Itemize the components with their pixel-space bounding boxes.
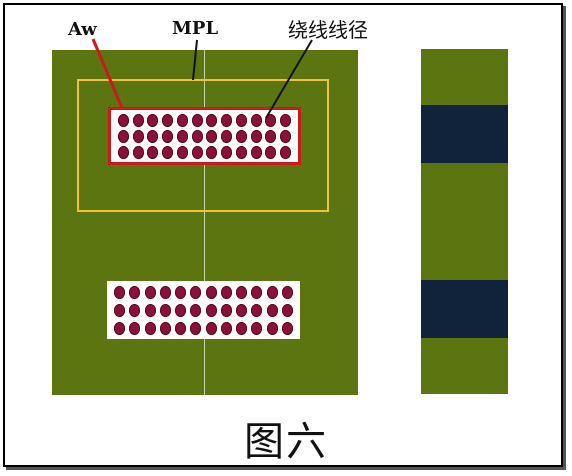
wire-cross-section (281, 321, 293, 335)
wire-cross-section (175, 285, 187, 299)
wire-cross-section (250, 129, 262, 143)
wire-cross-section (235, 129, 247, 143)
figure-caption: 图六 (244, 419, 328, 465)
wire-cross-section (205, 303, 217, 317)
wire-cross-section (190, 321, 202, 335)
wire-cross-section (175, 303, 187, 317)
leader-line-wire (265, 39, 313, 119)
wire-cross-section (205, 321, 217, 335)
wire-dot-grid-top (111, 110, 298, 162)
wire-cross-section (266, 303, 278, 317)
wire-cross-section (129, 321, 141, 335)
wire-cross-section (190, 303, 202, 317)
wire-cross-section (251, 303, 263, 317)
wire-cross-section (162, 113, 174, 127)
wire-cross-section (235, 145, 247, 159)
wire-cross-section (236, 285, 248, 299)
wire-cross-section (144, 321, 156, 335)
wire-cross-section (162, 145, 174, 159)
wire-cross-section (206, 145, 218, 159)
wire-cross-section (191, 129, 203, 143)
wire-cross-section (159, 321, 171, 335)
wire-cross-section (280, 145, 292, 159)
wire-cross-section (206, 129, 218, 143)
leader-line-aw (91, 38, 124, 109)
wire-cross-section (175, 321, 187, 335)
wire-cross-section (176, 145, 188, 159)
wire-cross-section (205, 285, 217, 299)
label-wire-diameter: 绕线线径 (288, 18, 368, 42)
winding-section-lower (421, 280, 508, 338)
wire-cross-section (220, 285, 232, 299)
wire-cross-section (280, 129, 292, 143)
wire-cross-section (117, 113, 129, 127)
wire-cross-section (191, 145, 203, 159)
wire-cross-section (147, 113, 159, 127)
wire-cross-section (117, 145, 129, 159)
wire-cross-section (281, 303, 293, 317)
wire-cross-section (176, 129, 188, 143)
winding-section-upper (421, 105, 508, 163)
wire-cross-section (162, 129, 174, 143)
wire-cross-section (129, 285, 141, 299)
wire-cross-section (132, 145, 144, 159)
wire-cross-section (236, 321, 248, 335)
label-mpl: MPL (172, 18, 219, 39)
wire-cross-section (281, 285, 293, 299)
wire-cross-section (117, 129, 129, 143)
wire-cross-section (159, 285, 171, 299)
wire-cross-section (114, 285, 126, 299)
wire-cross-section (235, 113, 247, 127)
wire-cross-section (144, 285, 156, 299)
wire-cross-section (132, 113, 144, 127)
mpl-path-outline (77, 79, 329, 212)
wire-cross-section (265, 129, 277, 143)
wire-cross-section (144, 303, 156, 317)
wire-cross-section (206, 113, 218, 127)
wire-cross-section (265, 113, 277, 127)
wire-cross-section (220, 303, 232, 317)
wire-cross-section (159, 303, 171, 317)
wire-cross-section (250, 113, 262, 127)
wire-cross-section (251, 321, 263, 335)
wire-cross-section (191, 113, 203, 127)
wire-cross-section (250, 145, 262, 159)
label-aw: Aw (68, 19, 97, 40)
wire-cross-section (132, 129, 144, 143)
leader-line-mpl (192, 39, 198, 81)
wire-cross-section (221, 145, 233, 159)
core-front-view (52, 50, 358, 395)
wire-cross-section (221, 113, 233, 127)
wire-cross-section (176, 113, 188, 127)
wire-cross-section (236, 303, 248, 317)
wire-cross-section (251, 285, 263, 299)
wire-cross-section (147, 129, 159, 143)
wire-cross-section (129, 303, 141, 317)
winding-window-bottom (107, 281, 300, 339)
wire-cross-section (280, 113, 292, 127)
winding-window-top (108, 107, 301, 165)
wire-cross-section (266, 285, 278, 299)
wire-cross-section (190, 285, 202, 299)
wire-cross-section (114, 321, 126, 335)
core-side-view (421, 49, 508, 394)
wire-cross-section (265, 145, 277, 159)
wire-cross-section (266, 321, 278, 335)
wire-cross-section (147, 145, 159, 159)
wire-cross-section (114, 303, 126, 317)
wire-cross-section (221, 129, 233, 143)
wire-dot-grid-bottom (107, 281, 300, 339)
wire-cross-section (220, 321, 232, 335)
core-center-line (204, 50, 205, 395)
